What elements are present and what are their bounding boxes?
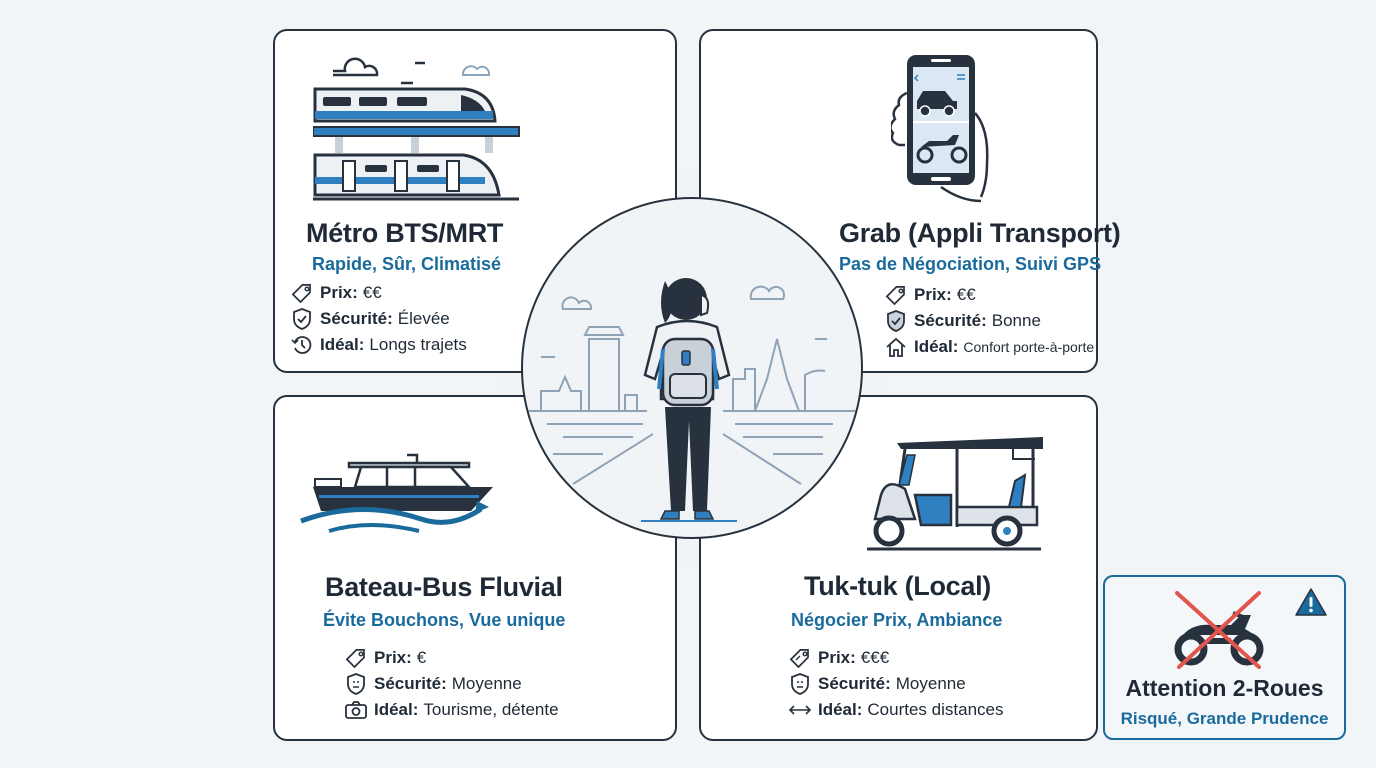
fact-price: Prix: €€€ (788, 645, 1003, 671)
panel-subtitle: Négocier Prix, Ambiance (791, 610, 1003, 630)
fact-ideal: Idéal: Longs trajets (290, 332, 467, 358)
crossed-motorbike-icon (1171, 589, 1267, 671)
warning-triangle-icon (1294, 587, 1328, 617)
shield-neutral-icon (344, 673, 368, 695)
facts-list: Prix: €€ Sécurité: Élevée Idéal: Longs t… (290, 280, 467, 358)
tuktuk-panel: Tuk-tuk (Local) Négocier Prix, Ambiance … (699, 395, 1098, 741)
panel-subtitle: Rapide, Sûr, Climatisé (312, 254, 502, 274)
panel-title: Grab (Appli Transport) (839, 218, 1121, 248)
fact-price: Prix: € (344, 645, 559, 671)
traveler-illustration (521, 197, 863, 539)
traveler-with-backpack-icon (527, 278, 861, 522)
facts-list: Prix: €€ Sécurité: Bonne Idéal: Confort … (884, 282, 1094, 360)
fact-safety: Sécurité: Moyenne (344, 671, 559, 697)
price-tag-icon (344, 647, 368, 669)
panel-subtitle: Évite Bouchons, Vue unique (323, 610, 566, 630)
price-tag-icon (290, 282, 314, 304)
fact-safety: Sécurité: Bonne (884, 308, 1094, 334)
facts-list: Prix: € Sécurité: Moyenne Idéal: Tourism… (344, 645, 559, 723)
price-tag-euro-icon (788, 647, 812, 669)
facts-list: Prix: €€€ Sécurité: Moyenne Idéal: Court… (788, 645, 1003, 723)
warning-title: Attention 2-Roues (1125, 675, 1324, 701)
fact-ideal: Idéal: Confort porte-à-porte (884, 334, 1094, 360)
clock-history-icon (290, 334, 314, 356)
fact-price: Prix: €€ (290, 280, 467, 306)
panel-title: Métro BTS/MRT (306, 218, 504, 248)
home-icon (884, 336, 908, 358)
elevated-train-icon (313, 57, 523, 202)
fact-ideal: Idéal: Tourisme, détente (344, 697, 559, 723)
metro-panel: Métro BTS/MRT Rapide, Sûr, Climatisé Pri… (273, 29, 677, 373)
double-arrow-icon (788, 699, 812, 721)
fact-safety: Sécurité: Élevée (290, 306, 467, 332)
shield-neutral-icon (788, 673, 812, 695)
panel-title: Tuk-tuk (Local) (804, 571, 991, 601)
camera-icon (344, 699, 368, 721)
fact-ideal: Idéal: Courtes distances (788, 697, 1003, 723)
phone-app-icon (891, 53, 1006, 213)
boat-panel: Bateau-Bus Fluvial Évite Bouchons, Vue u… (273, 395, 677, 741)
shield-check-icon (290, 308, 314, 330)
fact-safety: Sécurité: Moyenne (788, 671, 1003, 697)
tuk-tuk-icon (867, 435, 1047, 555)
river-boat-icon (299, 451, 519, 541)
panel-title: Bateau-Bus Fluvial (325, 572, 563, 602)
fact-price: Prix: €€ (884, 282, 1094, 308)
panel-subtitle: Pas de Négociation, Suivi GPS (839, 254, 1102, 274)
two-wheeler-warning: Attention 2-Roues Risqué, Grande Prudenc… (1103, 575, 1346, 740)
price-tag-icon (884, 284, 908, 306)
shield-check-icon (884, 310, 908, 332)
warning-subtitle: Risqué, Grande Prudence (1120, 709, 1329, 728)
